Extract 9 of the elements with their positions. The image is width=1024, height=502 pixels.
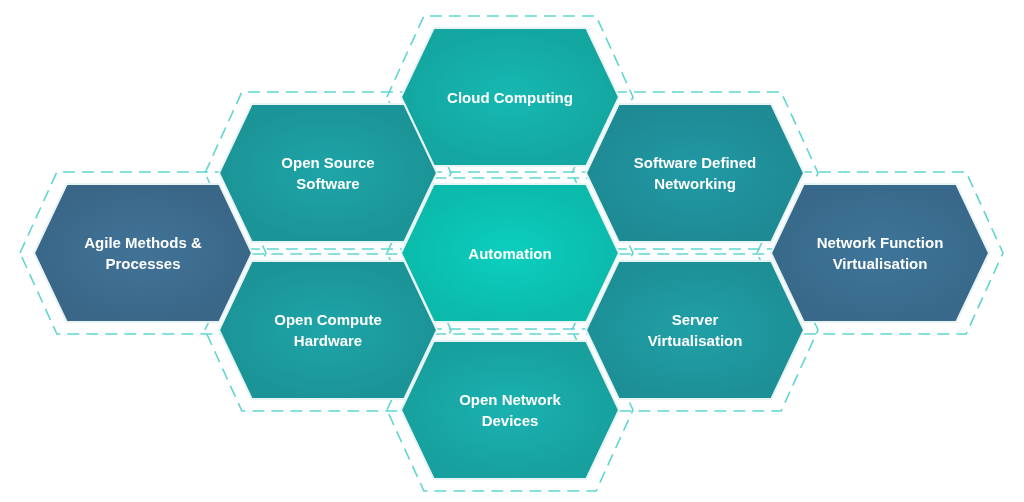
hexagon-label: Server Virtualisation [646,310,744,351]
hexagon-label: Open Source Software [280,153,376,194]
hexagon-label: Network Function Virtualisation [815,233,945,274]
hexagon-label: Open Compute Hardware [273,310,383,351]
hexagon-label: Cloud Computing [447,87,573,108]
hexagon-label: Software Defined Networking [632,153,758,194]
hexagon-label: Agile Methods & Processes [83,233,203,274]
hexagon-label: Automation [468,243,552,264]
hexagon-label: Open Network Devices [458,390,562,431]
